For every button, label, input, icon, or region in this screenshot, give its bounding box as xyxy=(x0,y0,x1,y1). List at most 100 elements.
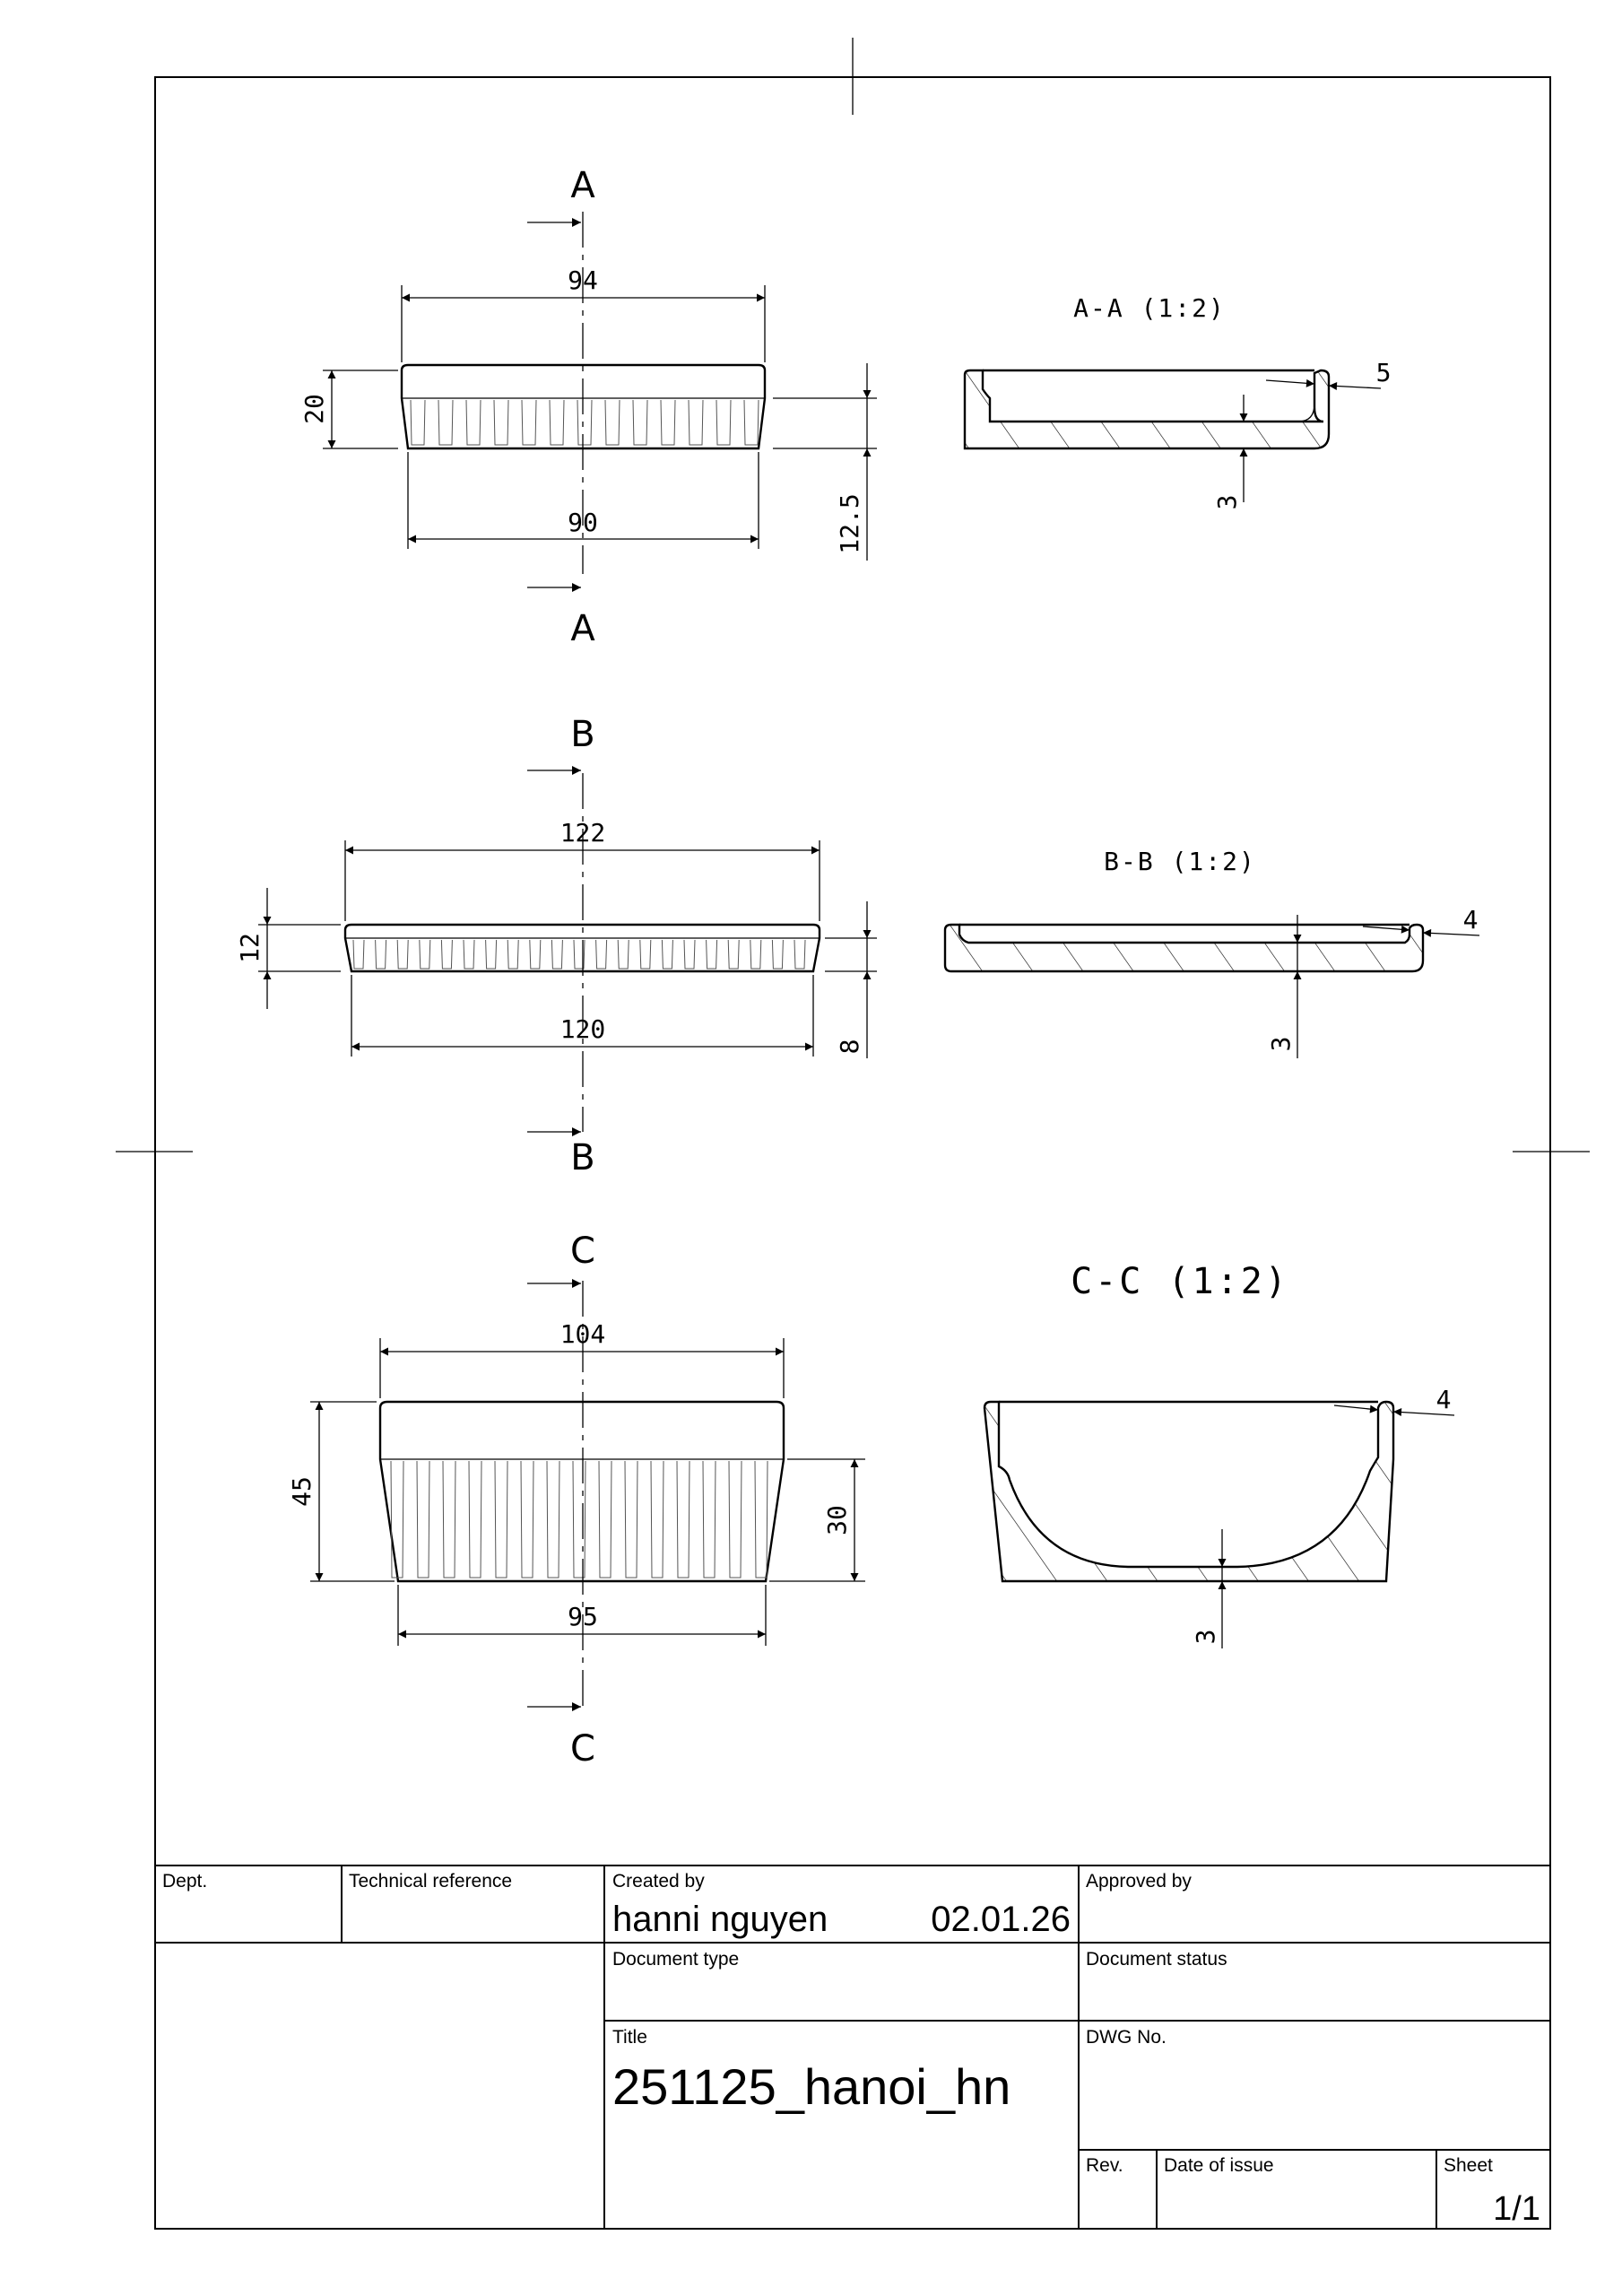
flute-rib xyxy=(416,1460,430,1578)
flute-rib xyxy=(485,939,498,970)
flute-rib xyxy=(572,1460,586,1578)
sheet-number: 1/1 xyxy=(1493,2190,1540,2228)
flute-rib xyxy=(494,1460,508,1578)
dim-a-height: 20 xyxy=(299,394,329,424)
title-block-text: Dept. Technical reference Created by han… xyxy=(162,1871,1540,2228)
flute-rib xyxy=(750,939,762,970)
flute-rib xyxy=(683,939,696,970)
flute-rib xyxy=(410,399,426,446)
section-a-a xyxy=(963,369,1382,502)
sheet-label: Sheet xyxy=(1444,2155,1493,2176)
cut-label-b-top: B xyxy=(570,714,594,755)
document-type-label: Document type xyxy=(612,1949,739,1970)
flute-rib xyxy=(465,399,481,446)
flute-rib xyxy=(419,939,431,970)
section-a-a-labels: A-A (1:2) 5 3 xyxy=(1073,293,1391,509)
title-block xyxy=(155,1865,1550,2229)
flute-rib xyxy=(546,1460,560,1578)
flute-rib xyxy=(728,1460,742,1578)
flute-rib xyxy=(440,939,453,970)
dim-b-bottom-width: 120 xyxy=(560,1014,606,1044)
dim-b-lower-height: 8 xyxy=(835,1039,864,1055)
section-c-c-base-dim: 3 xyxy=(1191,1630,1220,1645)
flute-rib xyxy=(390,1460,404,1578)
section-a-a-base-dim: 3 xyxy=(1212,495,1242,510)
title-label: Title xyxy=(612,2027,647,2048)
drawing-title: 251125_hanoi_hn xyxy=(612,2058,1010,2115)
view-a-labels: A A 94 90 20 12.5 xyxy=(299,165,864,649)
section-c-c-labels: C-C (1:2) 4 3 xyxy=(1071,1261,1451,1644)
section-c-c-rim-dim: 4 xyxy=(1436,1385,1452,1414)
flute-rib xyxy=(375,939,387,970)
section-c-c xyxy=(983,1400,1455,1648)
drawing-frame xyxy=(116,38,1590,2230)
flute-rib xyxy=(352,939,365,970)
dim-c-lower-height: 30 xyxy=(822,1505,852,1535)
section-b-b-rim-dim: 4 xyxy=(1463,905,1479,935)
created-date: 02.01.26 xyxy=(931,1900,1071,1939)
flute-rib xyxy=(794,939,806,970)
section-a-a-title: A-A (1:2) xyxy=(1073,293,1226,323)
dim-a-lower-height: 12.5 xyxy=(835,493,864,553)
flute-rib xyxy=(706,939,718,970)
created-by-name: hanni nguyen xyxy=(612,1900,828,1939)
flute-rib xyxy=(727,939,740,970)
view-c-ribs xyxy=(390,1460,768,1578)
flute-rib xyxy=(639,939,652,970)
flute-rib xyxy=(463,939,475,970)
cut-label-c-top: C xyxy=(570,1231,595,1272)
view-b-elevation xyxy=(258,766,877,1136)
flute-rib xyxy=(716,399,732,446)
section-a-a-rim-dim: 5 xyxy=(1376,358,1392,387)
dim-a-top-width: 94 xyxy=(568,265,598,295)
view-b-labels: B B 122 120 12 8 xyxy=(235,714,864,1178)
dim-b-top-width: 122 xyxy=(560,818,606,848)
flute-rib xyxy=(529,939,542,970)
flute-rib xyxy=(650,1460,664,1578)
section-c-c-title: C-C (1:2) xyxy=(1071,1261,1289,1302)
cut-label-a-top: A xyxy=(570,165,595,206)
flute-rib xyxy=(743,399,759,446)
flute-rib xyxy=(551,939,563,970)
section-b-b-labels: B-B (1:2) 4 3 xyxy=(1104,847,1478,1051)
flute-rib xyxy=(520,1460,534,1578)
flute-rib xyxy=(771,939,784,970)
flute-rib xyxy=(493,399,509,446)
section-b-b-base-dim: 3 xyxy=(1266,1037,1296,1052)
view-b-ribs xyxy=(352,939,806,970)
section-b-b-title: B-B (1:2) xyxy=(1104,847,1256,876)
flute-rib xyxy=(598,1460,612,1578)
flute-rib xyxy=(661,939,673,970)
created-by-label: Created by xyxy=(612,1871,705,1892)
flute-rib xyxy=(632,399,648,446)
rev-label: Rev. xyxy=(1086,2155,1123,2176)
dim-c-height: 45 xyxy=(287,1476,317,1507)
flute-rib xyxy=(396,939,409,970)
cut-label-a-bottom: A xyxy=(570,608,595,649)
view-c-elevation xyxy=(310,1279,865,1711)
flute-rib xyxy=(595,939,608,970)
document-status-label: Document status xyxy=(1086,1949,1227,1970)
cut-label-b-bottom: B xyxy=(570,1137,594,1178)
flute-rib xyxy=(577,399,593,446)
flute-rib xyxy=(660,399,676,446)
flute-rib xyxy=(442,1460,456,1578)
flute-rib xyxy=(549,399,565,446)
date-of-issue-label: Date of issue xyxy=(1164,2155,1274,2176)
flute-rib xyxy=(617,939,629,970)
view-a-elevation xyxy=(323,212,877,592)
cut-label-c-bottom: C xyxy=(570,1728,595,1770)
dim-a-bottom-width: 90 xyxy=(568,508,598,537)
flute-rib xyxy=(507,939,519,970)
flute-rib xyxy=(604,399,620,446)
flute-rib xyxy=(702,1460,716,1578)
approved-by-label: Approved by xyxy=(1086,1871,1192,1892)
flute-rib xyxy=(521,399,537,446)
flute-rib xyxy=(754,1460,768,1578)
flute-rib xyxy=(676,1460,690,1578)
flute-rib xyxy=(468,1460,482,1578)
flute-rib xyxy=(624,1460,638,1578)
flute-rib xyxy=(573,939,585,970)
view-a-ribs xyxy=(410,399,759,446)
